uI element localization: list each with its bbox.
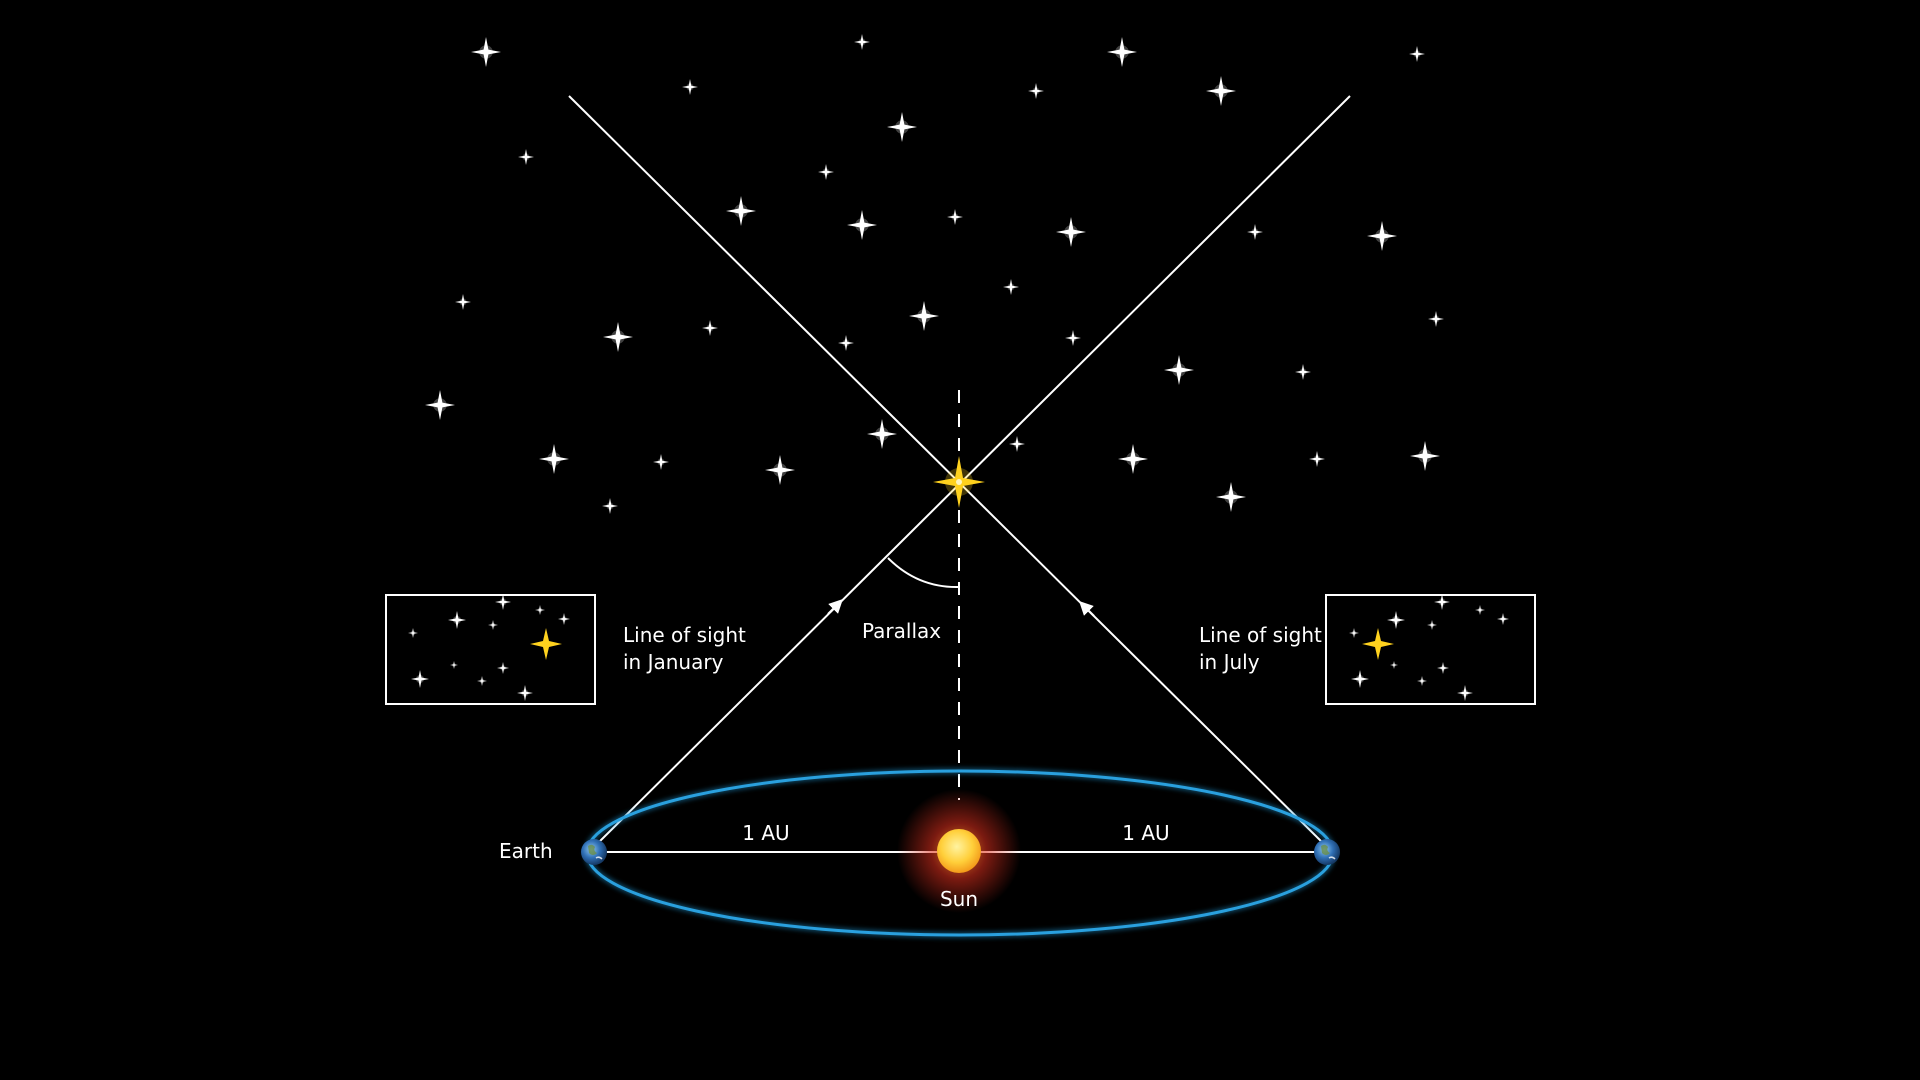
four-point-star-icon	[497, 662, 509, 674]
earth-icon	[581, 839, 607, 865]
four-point-star-icon	[1351, 670, 1369, 688]
four-point-star-icon	[602, 498, 618, 514]
four-point-star-icon	[477, 676, 487, 686]
four-point-star-icon	[1409, 46, 1425, 62]
four-point-star-icon	[535, 605, 545, 615]
inset-july-view	[1325, 594, 1536, 705]
four-point-star-icon	[702, 320, 718, 336]
four-point-star-icon	[1009, 436, 1025, 452]
four-point-star-icon	[867, 419, 897, 449]
four-point-star-icon	[818, 164, 834, 180]
four-point-star-icon	[838, 335, 854, 351]
four-point-star-icon	[1427, 620, 1437, 630]
four-point-star-icon	[1349, 628, 1359, 638]
four-point-star-icon	[425, 390, 455, 420]
four-point-star-icon	[887, 112, 917, 142]
four-point-star-icon	[1428, 311, 1444, 327]
four-point-star-icon	[1247, 224, 1263, 240]
four-point-star-icon	[1497, 613, 1509, 625]
four-point-star-icon	[1417, 676, 1427, 686]
four-point-star-icon	[1309, 451, 1325, 467]
four-point-star-icon	[1367, 221, 1397, 251]
au-label-right: 1 AU	[1122, 821, 1169, 845]
four-point-star-icon	[1434, 596, 1450, 610]
inset-january-view	[385, 594, 596, 705]
four-point-star-icon	[408, 628, 418, 638]
parallax-label: Parallax	[862, 619, 941, 643]
line-of-sight-july-label-line2: in July	[1199, 650, 1260, 674]
four-point-star-icon	[854, 34, 870, 50]
four-point-star-icon	[1390, 661, 1398, 669]
four-point-star-icon	[1164, 355, 1194, 385]
sight-line-january	[592, 95, 1351, 849]
four-point-star-icon	[1475, 605, 1485, 615]
four-point-star-icon	[471, 37, 501, 67]
sun-icon	[897, 789, 1021, 913]
four-point-star-icon	[450, 661, 458, 669]
four-point-star-icon	[539, 444, 569, 474]
yellow-star-icon	[530, 628, 562, 660]
four-point-star-icon	[455, 294, 471, 310]
au-label-left: 1 AU	[742, 821, 789, 845]
sight-line-july	[568, 95, 1329, 849]
yellow-star-icon	[1362, 628, 1394, 660]
four-point-star-icon	[1206, 76, 1236, 106]
four-point-star-icon	[1410, 441, 1440, 471]
four-point-star-icon	[1056, 217, 1086, 247]
earth-icon	[1314, 839, 1340, 865]
yellow-star-icon	[933, 456, 985, 508]
four-point-star-icon	[1028, 83, 1044, 99]
four-point-star-icon	[1107, 37, 1137, 67]
inset-january-stars	[408, 596, 570, 701]
four-point-star-icon	[1065, 330, 1081, 346]
four-point-star-icon	[1457, 685, 1473, 701]
four-point-star-icon	[765, 455, 795, 485]
four-point-star-icon	[1118, 444, 1148, 474]
four-point-star-icon	[1387, 611, 1405, 629]
four-point-star-icon	[558, 613, 570, 625]
earth-label: Earth	[499, 839, 553, 863]
sun-label: Sun	[940, 887, 978, 911]
inset-july-stars	[1349, 596, 1509, 701]
parallax-angle-arc	[887, 557, 960, 589]
four-point-star-icon	[1216, 482, 1246, 512]
four-point-star-icon	[495, 596, 511, 610]
four-point-star-icon	[682, 79, 698, 95]
four-point-star-icon	[518, 149, 534, 165]
line-of-sight-january-label-line1: Line of sight	[623, 623, 746, 647]
line-of-sight-january-label-line2: in January	[623, 650, 724, 674]
background-star-field	[425, 34, 1444, 514]
four-point-star-icon	[1437, 662, 1449, 674]
arrow-july	[1079, 601, 1095, 617]
four-point-star-icon	[488, 620, 498, 630]
four-point-star-icon	[603, 322, 633, 352]
four-point-star-icon	[653, 454, 669, 470]
four-point-star-icon	[726, 196, 756, 226]
four-point-star-icon	[847, 210, 877, 240]
four-point-star-icon	[909, 301, 939, 331]
four-point-star-icon	[517, 685, 533, 701]
four-point-star-icon	[1295, 364, 1311, 380]
four-point-star-icon	[1003, 279, 1019, 295]
four-point-star-icon	[411, 670, 429, 688]
four-point-star-icon	[947, 209, 963, 225]
line-of-sight-july-label-line1: Line of sight	[1199, 623, 1322, 647]
four-point-star-icon	[448, 611, 466, 629]
arrow-january	[827, 599, 843, 615]
